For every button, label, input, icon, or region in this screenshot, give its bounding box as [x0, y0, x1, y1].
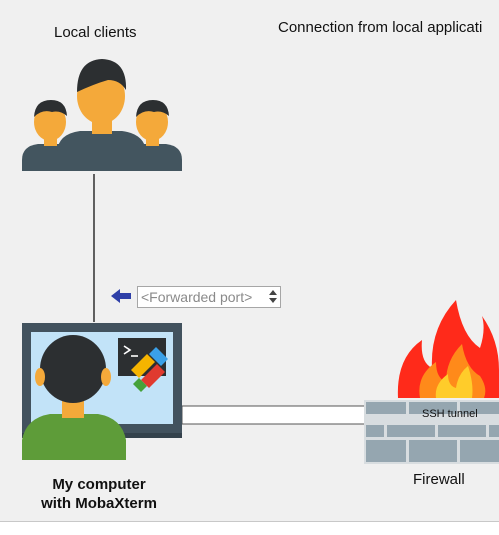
forwarded-port-input[interactable]: <Forwarded port>: [137, 286, 281, 308]
local-clients-label: Local clients: [54, 24, 137, 41]
port-spinner[interactable]: [268, 289, 278, 305]
spinner-down-icon[interactable]: [269, 298, 277, 303]
firewall-label: Firewall: [413, 471, 465, 488]
mobaxterm-logo-icon: [131, 347, 168, 392]
computer-user-icon: [22, 323, 182, 460]
my-computer-label: My computer with MobaXterm: [20, 475, 178, 513]
arrow-left-icon: [111, 289, 131, 303]
connection-title: Connection from local applicati: [278, 19, 483, 36]
spinner-up-icon[interactable]: [269, 290, 277, 295]
ssh-tunnel-label: SSH tunnel: [422, 408, 478, 420]
bottom-divider: [0, 521, 499, 535]
brick-wall-icon: [364, 400, 499, 464]
my-computer-line2: with MobaXterm: [41, 495, 157, 512]
fire-icon: [397, 300, 499, 398]
my-computer-line1: My computer: [52, 476, 146, 493]
users-group-icon: [22, 59, 182, 171]
forwarded-port-placeholder: <Forwarded port>: [141, 289, 253, 305]
